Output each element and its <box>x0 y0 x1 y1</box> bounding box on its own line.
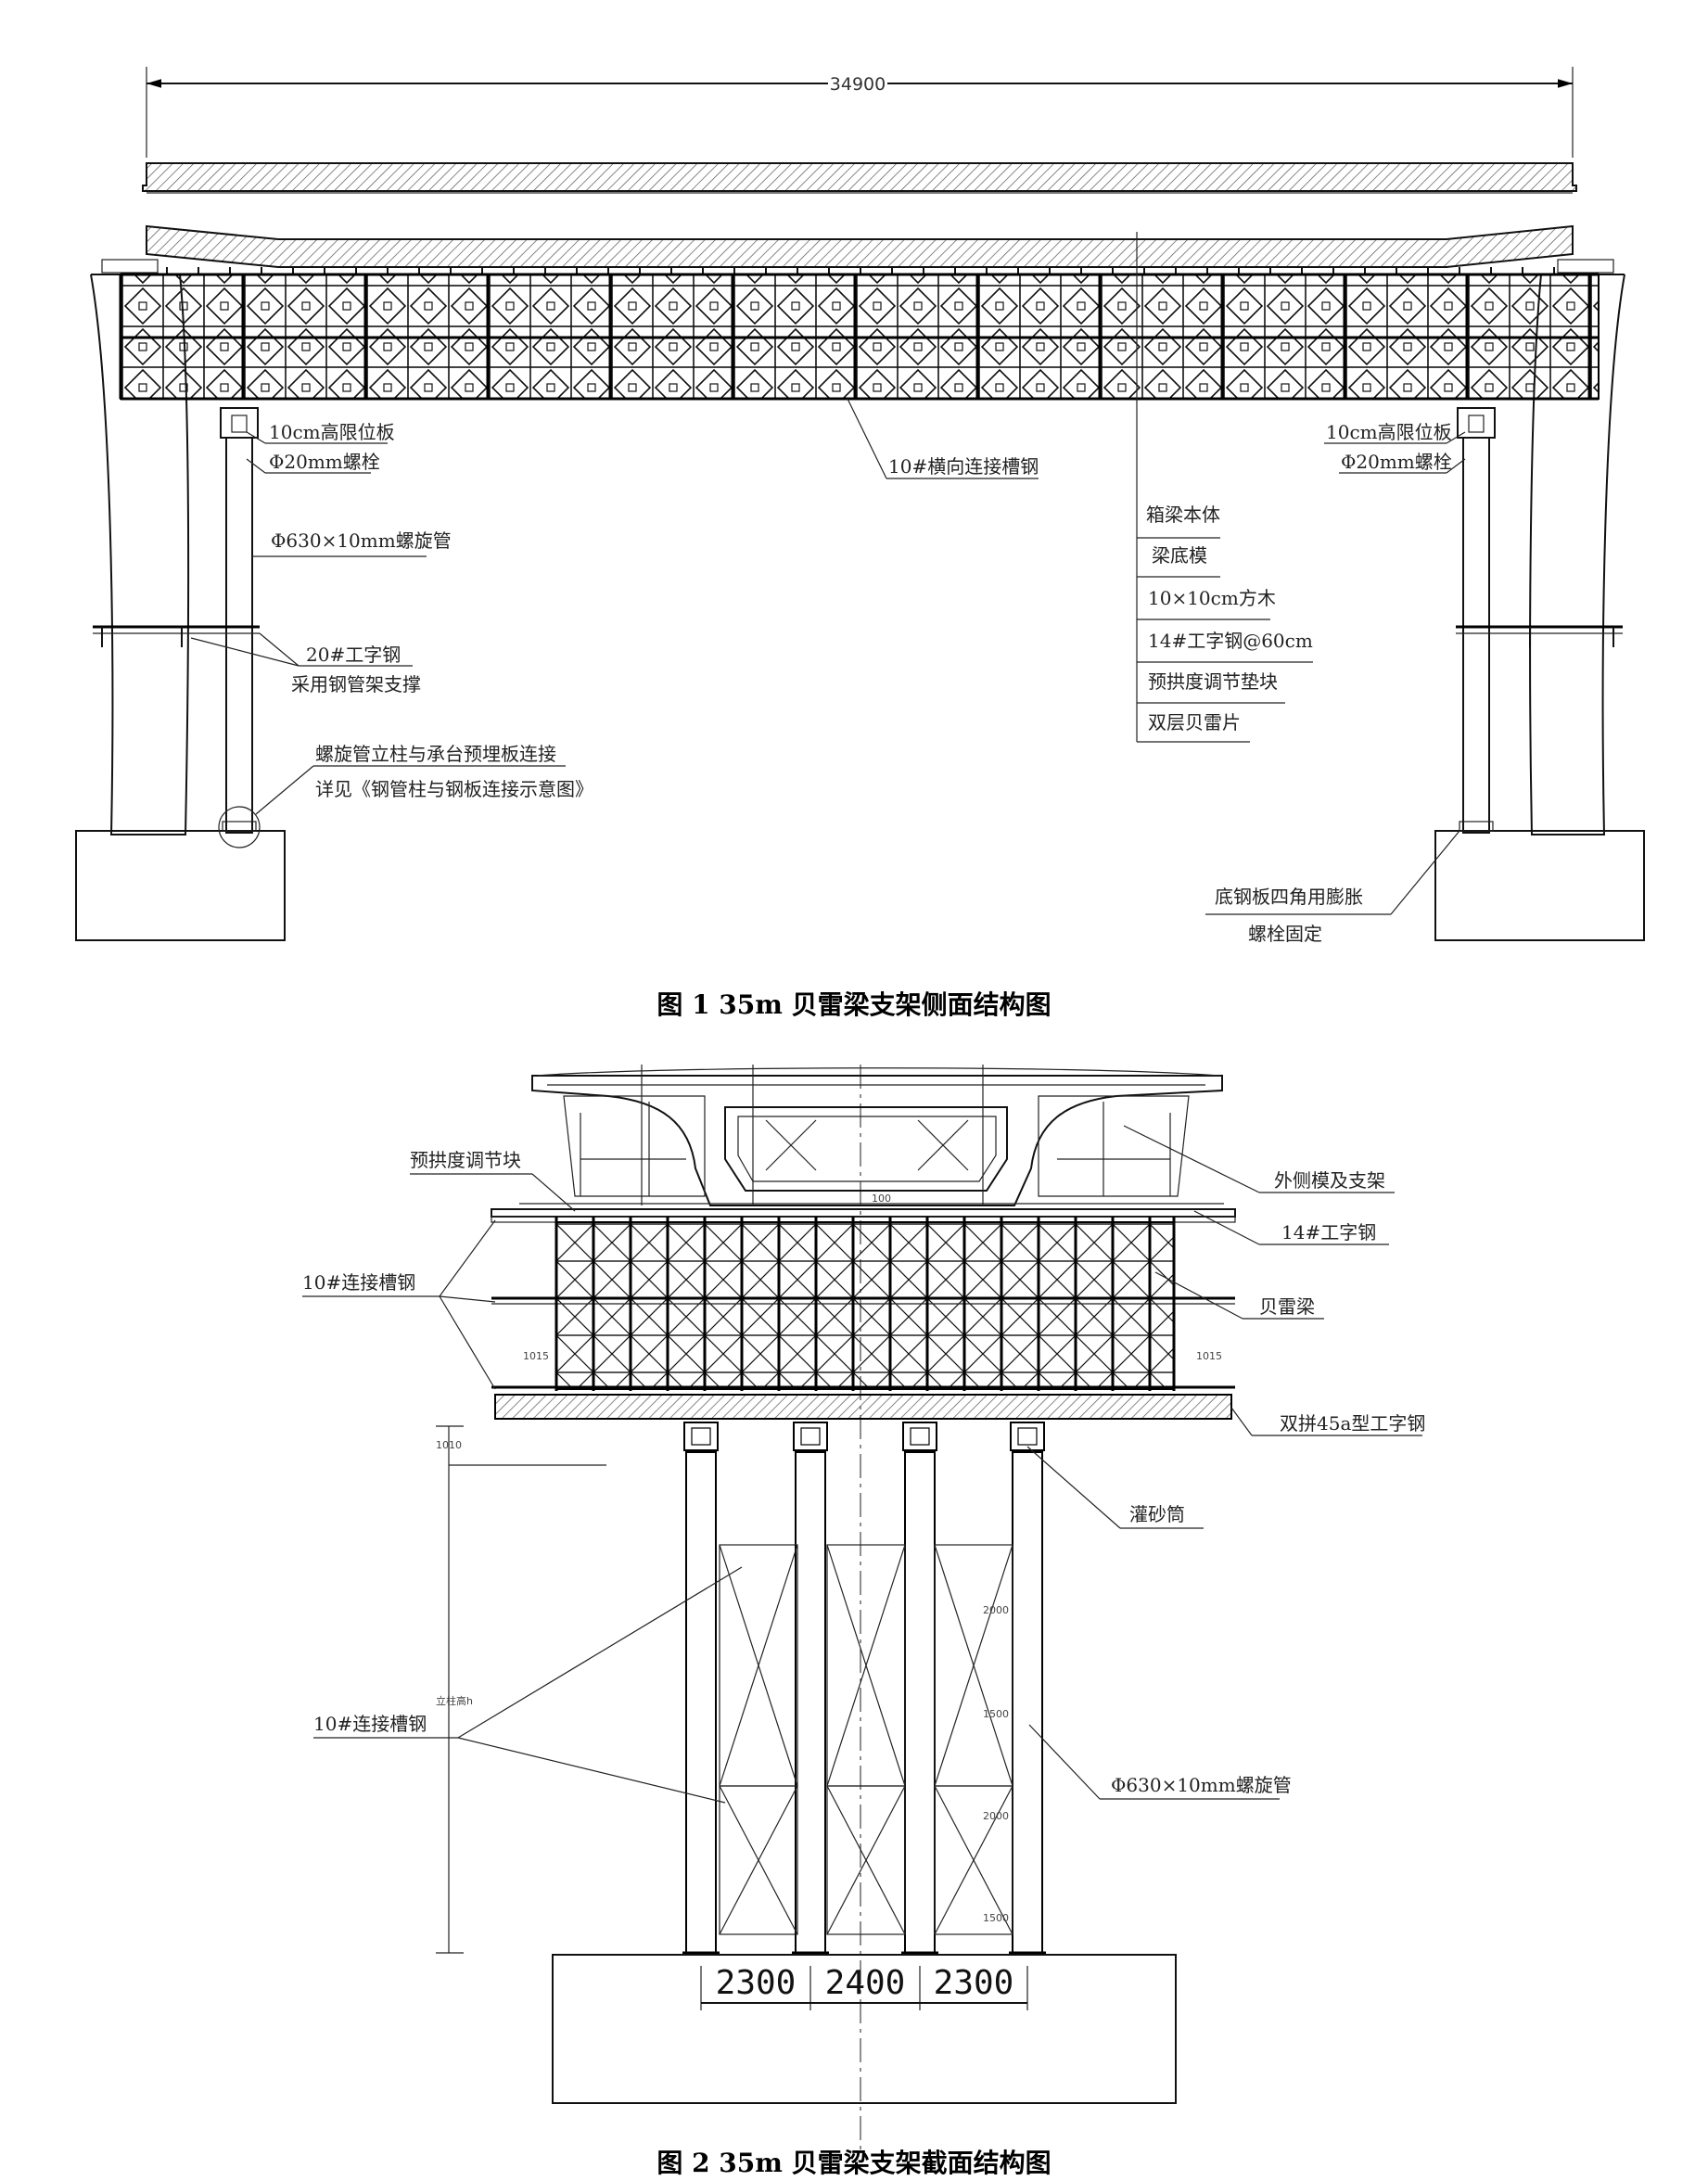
pile-cap-base <box>552 1954 1177 2104</box>
label-column-connection-2: 详见《钢管柱与钢板连接示意图》 <box>315 778 593 800</box>
label-i-beam-20: 20#工字钢 <box>306 644 401 666</box>
dim-1010: 1010 <box>436 1439 462 1451</box>
small-dimensions: 1010 立柱高h 1015 1015 100 2000 1500 2000 1… <box>436 1193 1222 1954</box>
label-base-plate-2: 螺栓固定 <box>1248 923 1322 945</box>
figure-2-section-view: 2300 2400 2300 1010 立柱高h 1015 1015 100 2… <box>302 1065 1425 2178</box>
column-bracing <box>719 1544 1013 1935</box>
label-channel-bottom: 10#连接槽钢 <box>313 1713 427 1735</box>
layer-list: 箱梁本体 梁底模 10×10cm方木 14#工字钢@60cm 预拱度调节垫块 双… <box>1137 504 1313 743</box>
label-bolt-right: Φ20mm螺栓 <box>1341 451 1452 473</box>
dim-1500-a: 1500 <box>983 1708 1009 1720</box>
label-channel-top: 10#连接槽钢 <box>302 1271 415 1294</box>
right-spiral-column <box>1456 407 1623 834</box>
label-outer-form: 外侧模及支架 <box>1274 1169 1385 1192</box>
spiral-column <box>1009 1422 1046 1955</box>
layer-item-0: 箱梁本体 <box>1146 504 1220 526</box>
layer-item-5: 双层贝雷片 <box>1148 711 1241 733</box>
label-pipe-brace: 采用钢管架支撑 <box>291 673 421 695</box>
label-spiral-pipe-fig2: Φ630×10mm螺旋管 <box>1111 1774 1292 1796</box>
label-channel-10: 10#横向连接槽钢 <box>888 455 1039 478</box>
figure-1-caption: 图 1 35m 贝雷梁支架侧面结构图 <box>656 989 1051 1020</box>
left-labels: 10cm高限位板 Φ20mm螺栓 Φ630×10mm螺旋管 20#工字钢 采用钢… <box>190 421 593 815</box>
label-i-beam-14: 14#工字钢 <box>1281 1221 1376 1244</box>
right-labels: 10cm高限位板 Φ20mm螺栓 底钢板四角用膨胀 螺栓固定 <box>1205 421 1466 945</box>
box-girder-section <box>531 1065 1223 1206</box>
bailey-beam-section <box>491 1217 1235 1391</box>
section-spiral-columns <box>682 1422 1046 1955</box>
figure-2-caption: 图 2 35m 贝雷梁支架截面结构图 <box>656 2148 1051 2178</box>
dim-1015-left: 1015 <box>523 1350 549 1362</box>
spiral-column <box>792 1422 829 1955</box>
dim-2000-b: 2000 <box>983 1810 1009 1822</box>
label-spiral-pipe-fig1: Φ630×10mm螺旋管 <box>271 529 452 552</box>
dim-2300-right: 2300 <box>934 1964 1014 2002</box>
double-bailey-truss <box>119 273 1600 401</box>
left-spiral-column <box>93 407 261 848</box>
layer-item-1: 梁底模 <box>1152 544 1207 567</box>
label-limit-plate-right: 10cm高限位板 <box>1326 421 1452 443</box>
dim-1015-right: 1015 <box>1196 1350 1222 1362</box>
layer-item-2: 10×10cm方木 <box>1148 587 1276 609</box>
dim-column-height: 立柱高h <box>436 1694 473 1707</box>
bailey-verticals <box>554 1217 1176 1391</box>
spiral-column <box>682 1422 720 1955</box>
label-bailey-beam: 贝雷梁 <box>1259 1295 1315 1318</box>
spiral-column <box>901 1422 938 1955</box>
layer-item-4: 预拱度调节垫块 <box>1148 670 1278 693</box>
label-limit-plate-left: 10cm高限位板 <box>269 421 395 443</box>
box-girder-deck <box>142 162 1577 274</box>
double-45a-i-beam <box>494 1394 1232 1420</box>
label-sand-barrel: 灌砂筒 <box>1129 1503 1185 1525</box>
truss-panel-joints <box>119 274 1591 399</box>
dim-2300-left: 2300 <box>716 1964 797 2002</box>
dim-1500-b: 1500 <box>983 1912 1009 1924</box>
label-double-45a: 双拼45a型工字钢 <box>1280 1412 1425 1435</box>
label-bolt-left: Φ20mm螺栓 <box>269 451 380 473</box>
figure-2-labels: 预拱度调节块 10#连接槽钢 外侧模及支架 14#工字钢 贝雷梁 双拼45a型工… <box>302 1125 1425 1804</box>
overall-dimension: 34900 <box>146 67 1574 158</box>
label-column-connection-1: 螺旋管立柱与承台预埋板连接 <box>315 743 556 765</box>
overall-dim-text: 34900 <box>830 74 886 95</box>
dim-2400: 2400 <box>825 1964 906 2002</box>
label-camber-block: 预拱度调节块 <box>410 1149 521 1171</box>
center-labels: 10#横向连接槽钢 <box>847 398 1039 479</box>
bottom-dimensions: 2300 2400 2300 <box>700 1964 1028 2010</box>
dim-2000-a: 2000 <box>983 1604 1009 1616</box>
dim-100: 100 <box>872 1193 891 1205</box>
layer-item-3: 14#工字钢@60cm <box>1148 630 1313 652</box>
label-base-plate-1: 底钢板四角用膨胀 <box>1215 886 1363 908</box>
figure-1-side-view: 34900 <box>75 67 1645 1020</box>
